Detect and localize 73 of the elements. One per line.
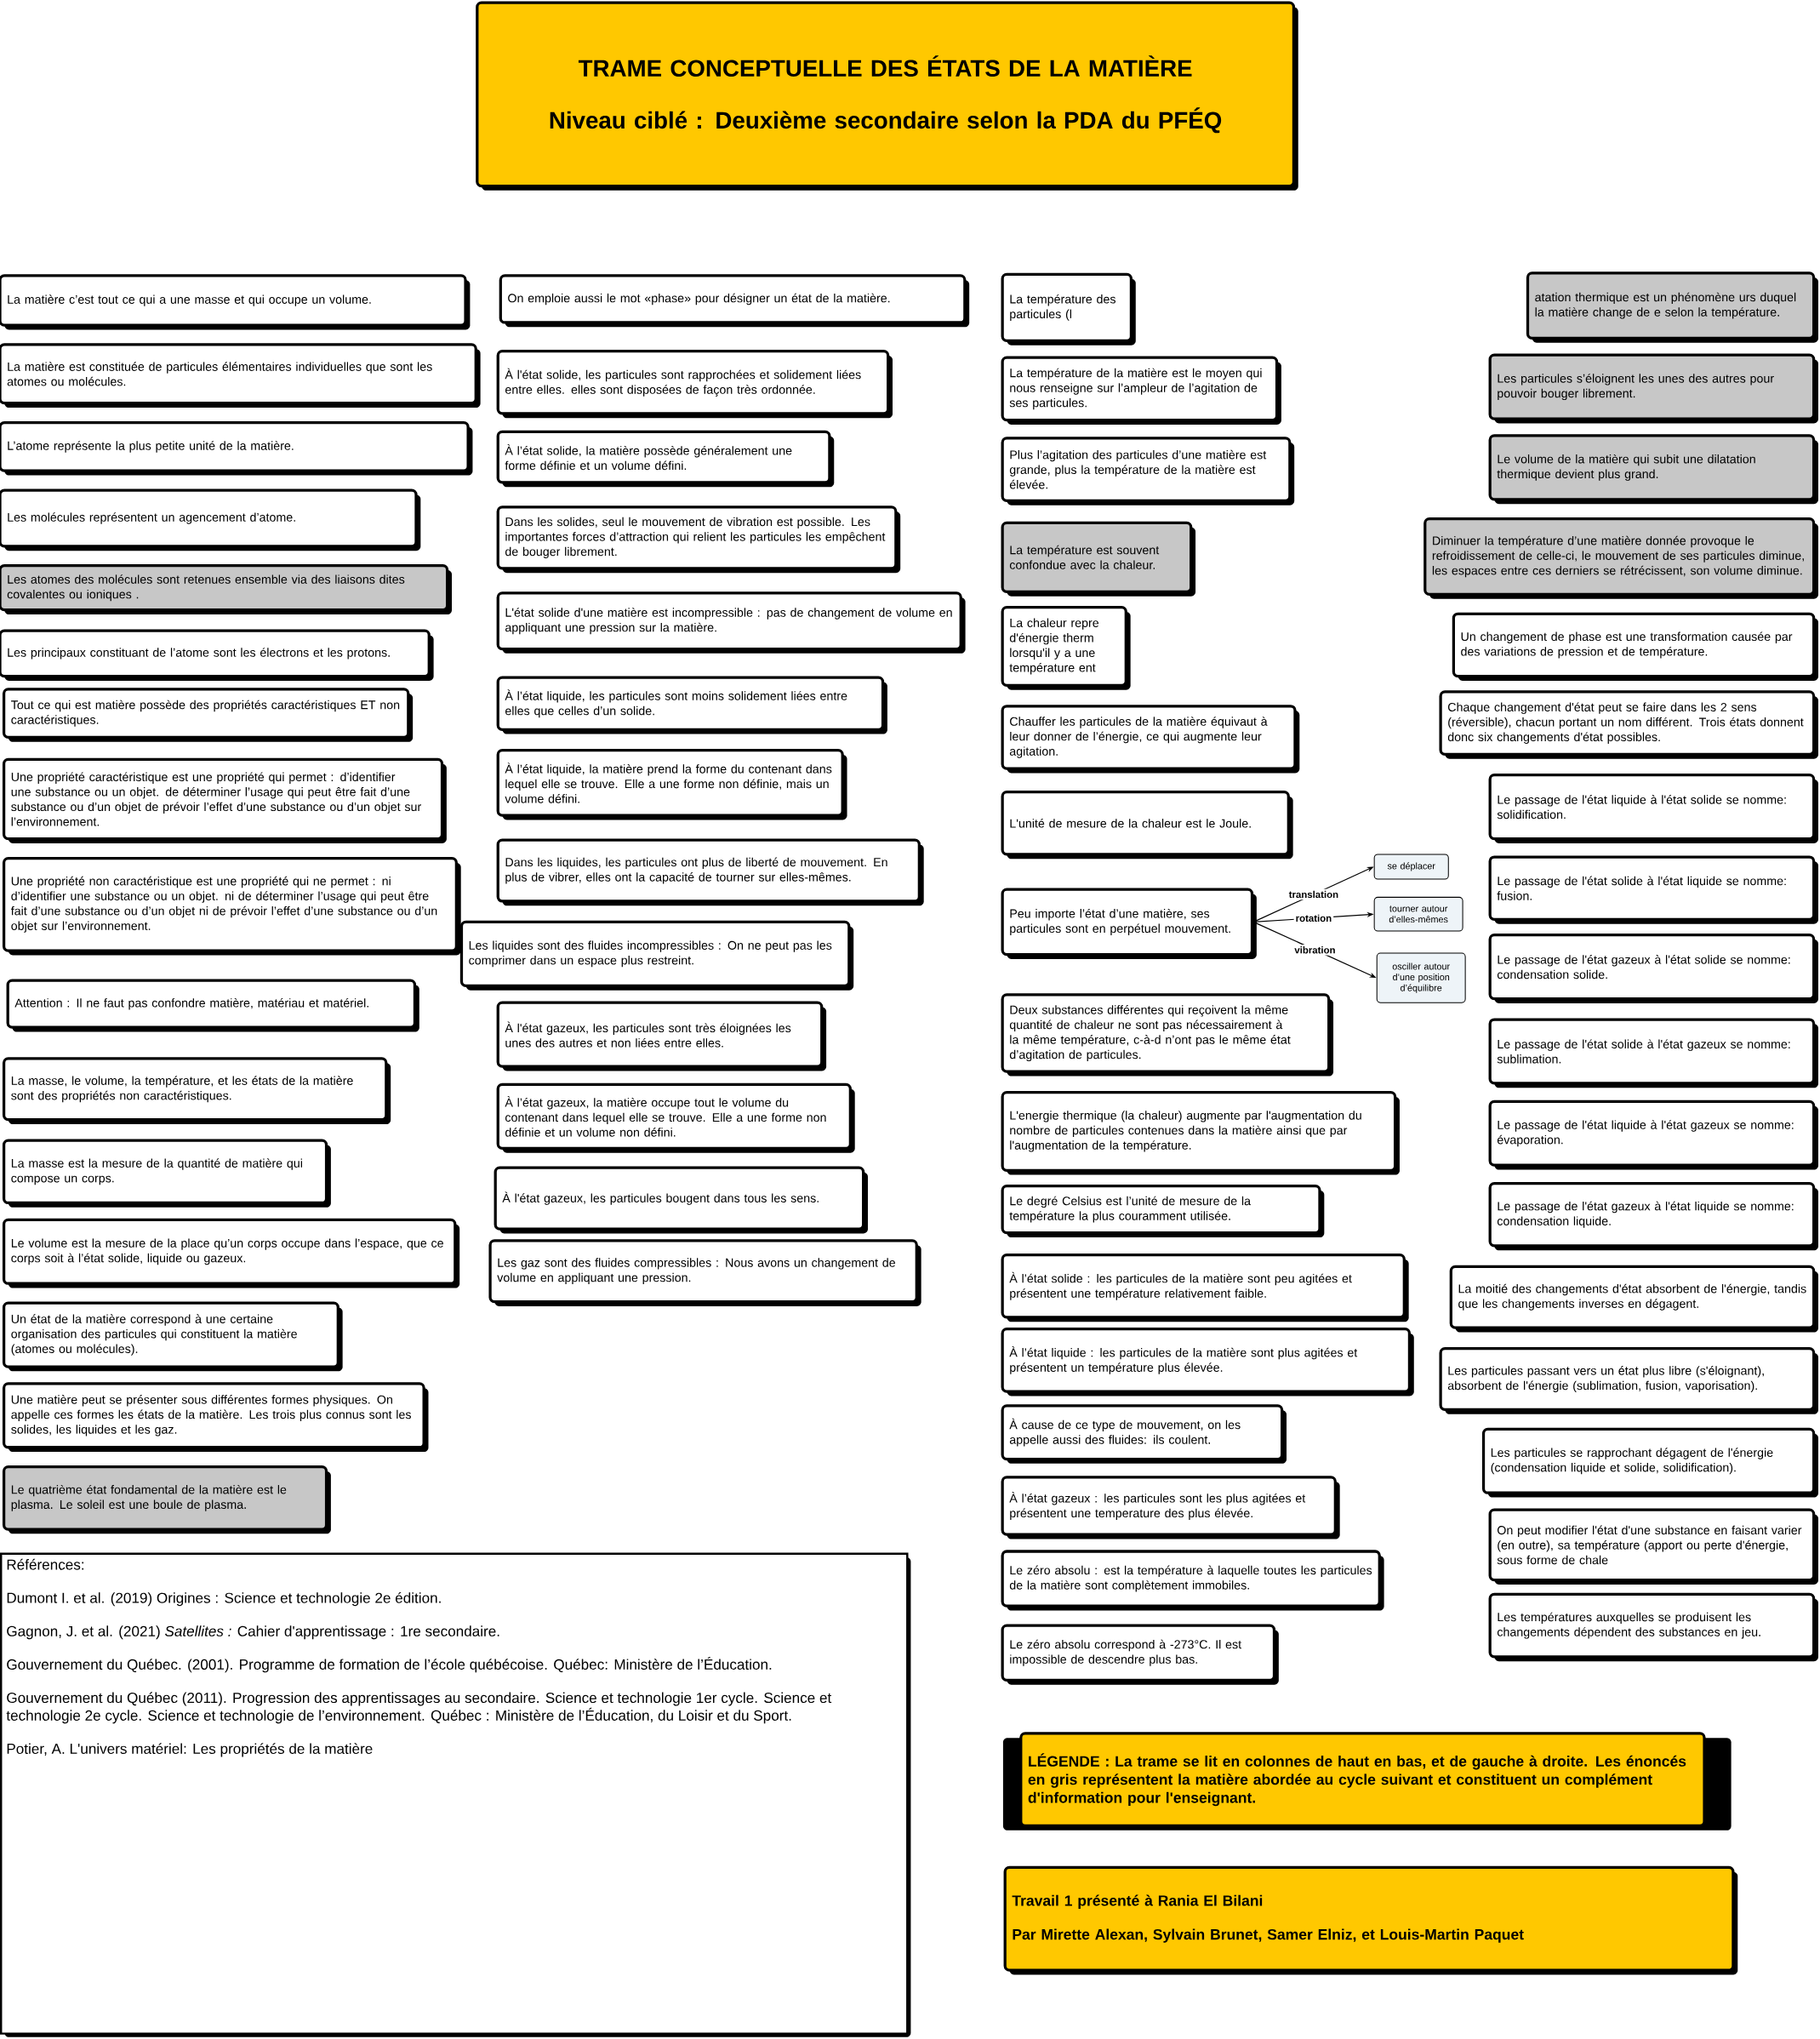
statement-box: Le passage de l'état liquide à l'état solide se nomme: solidification.: [1488, 774, 1818, 843]
statement-box: Diminuer la température d’une matière donnée provoque le refroidissement de celle-ci, le mouvement de ses particules diminue, les espaces entre ces derniers se rétrécissent, son volume diminue.: [1423, 517, 1818, 599]
statement-box: L'état solide d'une matière est incompressible : pas de changement de volume en appliquant une pression sur la matière.: [496, 591, 966, 654]
statement-box: Les gaz sont des fluides compressibles : Nous avons un changement de volume en appliquant une pression.: [488, 1239, 921, 1306]
statement-box: Le passage de l'état gazeux à l'état solide se nomme: condensation solide.: [1488, 934, 1818, 1003]
statement-box: L'energie thermique (la chaleur) augmente par l'augmentation du nombre de particules contenues dans la matière ainsi que par l'augmentation de la température.: [1001, 1090, 1400, 1175]
statement-box: Le passage de l'état solide à l'état gazeux se nomme: sublimation.: [1488, 1018, 1818, 1088]
statement-box: La chaleur repre d'énergie therm lorsqu'il y a une température ent: [1001, 606, 1131, 690]
credits-box: Travail 1 présenté à Rania El Bilani Par Mirette Alexan, Sylvain Brunet, Samer Elniz, et Louis-Martin Paquet: [1003, 1865, 1738, 1975]
statement-box: Les liquides sont des fluides incompressibles : On ne peut pas les comprimer dans un espace plus restreint.: [459, 920, 854, 991]
statement-box: Une propriété non caractéristique est une propriété qui ne permet : ni d’identifier une substance ou un objet. ni de déterminer l’usage qui peut être fait d’une substance ou d’un objet ni de prévoir l’effet d’une substance ou d’un objet sur l’environnement.: [2, 856, 461, 956]
statement-box: Dans les liquides, les particules ont plus de liberté de mouvement. En plus de vibrer, elles ont la capacité de tourner sur elles-mêmes.: [496, 838, 924, 906]
statement-box: À l'état solide, les particules sont rapprochées et solidement liées entre elles. elles sont disposées de façon très ordonnée.: [496, 349, 893, 419]
statement-box: Chauffer les particules de la matière équivaut à leur donner de l’énergie, ce qui augmente leur agitation.: [1001, 705, 1300, 774]
statement-box: Le degré Celsius est l’unité de mesure de la température la plus couramment utilisée.: [1001, 1184, 1325, 1237]
statement-box: Deux substances différentes qui reçoivent la même quantité de chaleur ne sont pas nécessairement à la même température, c-à-d n’ont pas le même état d’agitation de particules.: [1001, 993, 1333, 1077]
statement-box: Le zéro absolu : est la température à laquelle toutes les particules de la matière sont complètement immobiles.: [1001, 1550, 1384, 1611]
statement-box: À l’état liquide : les particules de la matière sont plus agitées et présentent un température plus élevée.: [1001, 1328, 1414, 1396]
statement-box: La moitié des changements d'état absorbent de l'énergie, tandis que les changements inverses en dégagent.: [1449, 1265, 1818, 1333]
statement-box: Chaque changement d'état peut se faire dans les 2 sens (réversible), chacun portant un nom différent. Trois états donnent donc six changements d'état possibles.: [1439, 690, 1818, 759]
statement-box: Les principaux constituant de l’atome sont les électrons et les protons.: [0, 629, 434, 681]
statement-box: Les particules s’éloignent les unes des autres pour pouvoir bouger librement.: [1488, 353, 1818, 424]
statement-box: Attention : Il ne faut pas confondre matière, matériau et matériel.: [6, 979, 419, 1032]
statement-box: Le passage de l'état gazeux à l'état liquide se nomme: condensation liquide.: [1488, 1181, 1818, 1251]
statement-box: Le volume de la matière qui subit une dilatation thermique devient plus grand.: [1488, 434, 1818, 505]
statement-box: La température de la matière est le moyen qui nous renseigne sur l’ampleur de l’agitation de ses particules.: [1001, 356, 1281, 425]
statement-box: On emploie aussi le mot «phase» pour désigner un état de la matière.: [499, 274, 970, 328]
statement-box: Dans les solides, seul le mouvement de vibration est possible. Les importantes forces d’attraction qui relient les particules les empêchent de bouger librement.: [496, 505, 901, 574]
statement-box: La matière c’est tout ce qui a une masse et qui occupe un volume.: [0, 274, 471, 330]
statement-box: À cause de ce type de mouvement, on les appelle aussi des fluides: ils coulent.: [1001, 1404, 1287, 1464]
statement-box: Une matière peut se présenter sous différentes formes physiques. On appelle ces formes les états de la matière. Les trois plus connus sont les solides, les liquides et les gaz.: [2, 1382, 429, 1453]
references-box: Références: Dumont I. et al. (2019) Origines : Science et technologie 2e édition. Gagnon, J. et al. (2021) Satellites : Cahier d'apprentissage : 1re secondaire. Gouvernement du Québec. (2001). Programme de formation de l’école québécoise. Québec: Ministère de l’Éducation. Gouvernement du Québec (2011). Progression des apprentissages au secondaire. Science et technologie 1er cycle. Science et technologie 2e cycle. Science et technologie de l’environnement. Québec : Ministère de l’Éducation, du Loisir et du Sport. Potier, A. L'univers matériel: Les propriétés de la matière: [0, 1552, 911, 2037]
statement-box: À l’état liquide, les particules sont moins solidement liées entre elles que celles d’un solide.: [496, 676, 887, 734]
edge-label: vibration: [1292, 945, 1338, 956]
statement-box: atation thermique est un phénomène urs duquel la matière change de e selon la température.: [1526, 271, 1818, 343]
statement-box: Plus l’agitation des particules d’une matière est grande, plus la température de la matière est élevée.: [1001, 437, 1295, 505]
statement-box: À l’état gazeux, la matière occupe tout le volume du contenant dans lequel elle se trouve. Elle a une forme non définie et un volume non défini.: [496, 1082, 855, 1153]
title-banner: TRAME CONCEPTUELLE DES ÉTATS DE LA MATIÈRE Niveau ciblé : Deuxième secondaire selon la PDA du PFÉQ: [476, 1, 1298, 191]
statement-box: Les atomes des molécules sont retenues ensemble via des liaisons dites covalentes ou ioniques .: [0, 564, 452, 614]
movement-box: osciller autour d’une position d’équilibre: [1376, 952, 1466, 1003]
statement-box: À l'état gazeux, les particules sont très éloignées les unes des autres et non liées entre elles.: [496, 1001, 826, 1071]
statement-box: Le volume est la mesure de la place qu’un corps occupe dans l’espace, que ce corps soit à l’état solide, liquide ou gazeux.: [2, 1218, 460, 1288]
statement-box: La masse, le volume, la température, et les états de la matière sont des propriétés non caractéristiques.: [2, 1057, 391, 1125]
edge-label: rotation: [1293, 912, 1334, 924]
statement-box: L’atome représente la plus petite unité de la matière.: [0, 421, 473, 476]
statement-box: Les particules se rapprochant dégagent de l'énergie (condensation liquide et solide, solidification).: [1481, 1427, 1818, 1498]
statement-box: Les températures auxquelles se produisent les changements dépendent des substances en jeu.: [1488, 1592, 1818, 1662]
statement-box: À l’état solide : les particules de la matière sont peu agitées et présentent une température relativement faible.: [1001, 1253, 1409, 1322]
statement-box: À l’état gazeux : les particules sont les plus agitées et présentent une temperature des plus élevée.: [1001, 1476, 1340, 1539]
statement-box: Un changement de phase est une transformation causée par des variations de pression et de température.: [1452, 612, 1818, 681]
statement-box: On peut modifier l'état d'une substance en faisant varier (en outre), sa température (apport ou perte d'énergie, sous forme de chale: [1488, 1508, 1818, 1585]
statement-box: Un état de la matière correspond à une certaine organisation des particules qui constituent la matière (atomes ou molécules).: [2, 1301, 343, 1372]
statement-box: Une propriété caractéristique est une propriété qui permet : d’identifier une substance ou un objet. de déterminer l’usage qui peut être fait d’une substance ou d’un objet de prévoir l’effet d’une substance ou d’un objet sur l’environnement.: [2, 757, 447, 843]
statement-box: Tout ce qui est matière possède des propriétés caractéristiques ET non caractéristiques.: [2, 688, 413, 742]
statement-box: À l’état liquide, la matière prend la forme du contenant dans lequel elle se trouve. Elle a une forme non définie, mais un volume défini.: [496, 749, 847, 820]
statement-box: Peu importe l’état d’une matière, ses particules sont en perpétuel mouvement.: [1001, 888, 1257, 959]
statement-box: Les particules passant vers un état plus libre (s'éloignant), absorbent de l'énergie (sublimation, fusion, vaporisation).: [1439, 1347, 1818, 1414]
statement-box: La matière est constituée de particules élémentaires individuelles que sont les atomes ou molécules.: [0, 343, 481, 408]
movement-box: tourner autour d’elles-mêmes: [1373, 896, 1463, 932]
statement-box: Le zéro absolu correspond à -273°C. Il est impossible de descendre plus bas.: [1001, 1624, 1279, 1685]
statement-box: À l’état solide, la matière possède généralement une forme définie et un volume défini.: [496, 430, 835, 488]
statement-box: Le quatrième état fondamental de la matière est le plasma. Le soleil est une boule de plasma.: [2, 1465, 331, 1534]
legend-box: LÉGENDE : La trame se lit en colonnes de haut en bas, et de gauche à droite. Les énoncés en gris représentent la matière abordée au cycle suivant et constituent un complément d'information pour l'enseignant.: [1002, 1732, 1732, 1831]
statement-box: Le passage de l'état solide à l'état liquide se nomme: fusion.: [1488, 855, 1818, 924]
movement-box: se déplacer: [1373, 854, 1449, 880]
statement-box: L'unité de mesure de la chaleur est le Joule.: [1001, 791, 1293, 860]
statement-box: La température des particules (l: [1001, 272, 1136, 346]
statement-box: La température est souvent confondue avec la chaleur.: [1001, 521, 1195, 597]
statement-box: À l'état gazeux, les particules bougent dans tous les sens.: [494, 1166, 868, 1234]
statement-box: Les molécules représentent un agencement d’atome.: [0, 488, 421, 551]
edge-label: translation: [1287, 888, 1340, 900]
statement-box: La masse est la mesure de la quantité de matière qui compose un corps.: [2, 1139, 331, 1208]
statement-box: Le passage de l'état liquide à l'état gazeux se nomme: évaporation.: [1488, 1099, 1818, 1170]
